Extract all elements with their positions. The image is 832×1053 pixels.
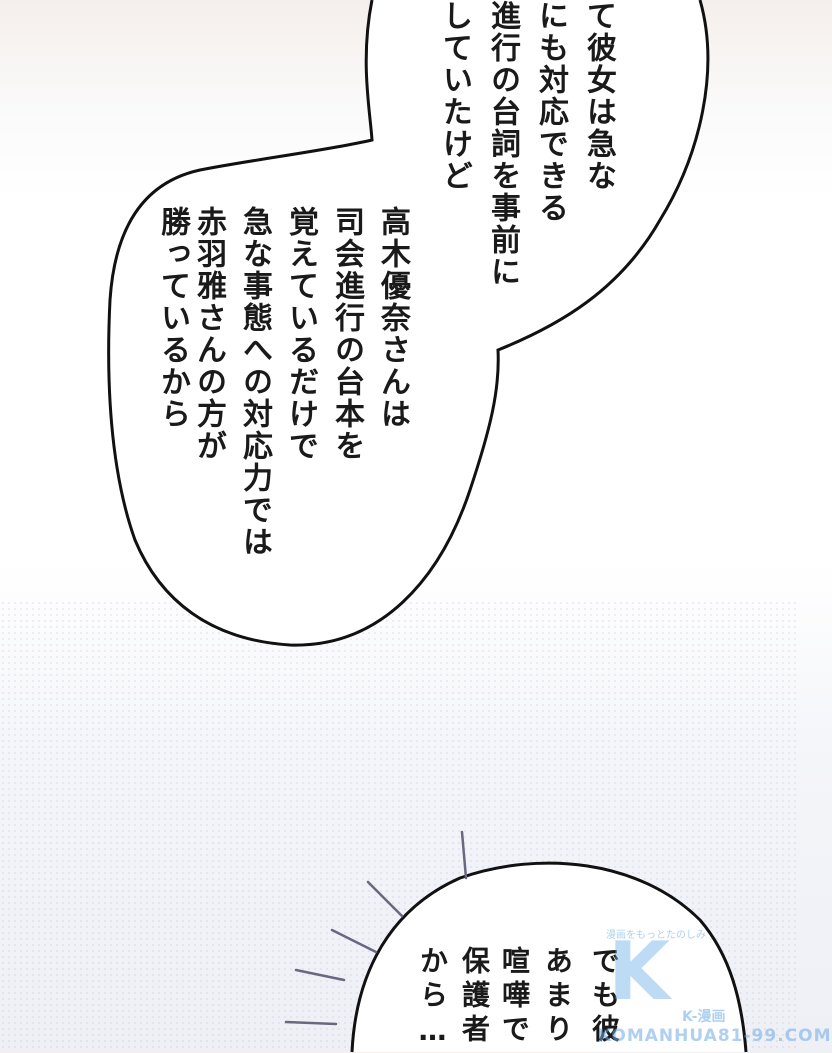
bubble-middle-line-6: 勝っているから (155, 206, 190, 430)
bubble-top-line-4: していたけど (437, 0, 472, 192)
bubble-bottom-line-5: から… (416, 946, 449, 1053)
speech-bubble-bottom (350, 861, 748, 1053)
bubble-top-line-3: 進行の台詞を事前に (485, 0, 520, 288)
bubble-top-line-2: にも対応できる (533, 0, 568, 224)
watermark-tagline: 漫画をもっとたのしみ (606, 930, 706, 941)
bubble-middle-line-5: 赤羽雅さんの方が (191, 206, 226, 462)
bubble-middle-line-2: 司会進行の台本を (329, 206, 364, 462)
speech-bubble-top (107, 0, 710, 647)
watermark-logo-icon: K (608, 925, 670, 1018)
bubble-middle-line-3: 覚えているだけで (283, 206, 318, 462)
bubble-middle-line-4: 急な事態への対応力では (237, 206, 272, 558)
bubble-middle-line-1: 高木優奈さんは (375, 206, 410, 430)
bubble-bottom-line-2: あまり (541, 946, 574, 1048)
watermark-url: KOMANHUA81-99.COM (598, 1026, 832, 1046)
bubble-bottom-line-3: 喧嘩で (498, 946, 531, 1048)
watermark-brand: K-漫画 (682, 1009, 726, 1025)
bubble-top-line-1: て彼女は急な (581, 0, 616, 192)
bubble-bottom-line-4: 保護者 (458, 946, 491, 1048)
comic-panel (107, 0, 748, 1053)
bubble-bottom-line-1: でも彼 (588, 946, 621, 1048)
emphasis-lines (284, 830, 468, 1026)
site-watermark: 漫画をもっとたのしみ K K-漫画 KOMANHUA81-99.COM (598, 925, 831, 1046)
